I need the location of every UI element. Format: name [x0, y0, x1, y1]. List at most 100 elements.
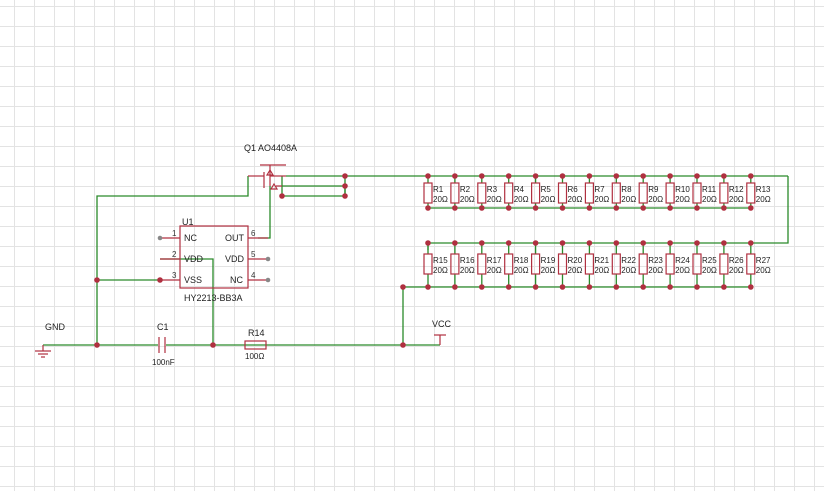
junction-dot	[559, 240, 566, 246]
ic-pin6-name: OUT	[225, 233, 245, 243]
resistor-ref: R13	[756, 185, 771, 194]
ic-pin1-name: NC	[184, 233, 197, 243]
junction-dot	[425, 173, 431, 179]
junction-dot	[532, 173, 539, 179]
resistor-ref: R16	[460, 256, 475, 265]
junction-dot	[748, 240, 754, 246]
resistor-body	[692, 182, 702, 204]
resistor-bank-top: R120ΩR220ΩR320ΩR420ΩR520ΩR620ΩR720ΩR820Ω…	[423, 173, 771, 211]
junction-dot	[586, 173, 593, 179]
junction-dot	[425, 205, 431, 211]
junction-dot	[640, 284, 646, 290]
junction-dot	[479, 284, 485, 290]
resistor-body	[504, 182, 514, 204]
capacitor-ref: C1	[157, 322, 169, 332]
resistor-body	[477, 182, 487, 204]
junction-dot	[94, 277, 100, 283]
capacitor-c1[interactable]: C1 100nF	[152, 322, 175, 367]
resistor-value: 20Ω	[756, 266, 771, 275]
junction-dot	[532, 205, 539, 211]
junction-dot	[452, 173, 458, 179]
junction-dot	[532, 284, 539, 290]
junction-dot	[640, 240, 646, 246]
junction-dot	[400, 342, 406, 348]
resistor-body	[665, 182, 675, 204]
resistor-body	[611, 182, 621, 204]
resistor-ref: R18	[514, 256, 529, 265]
mosfet-body-diode	[269, 182, 279, 190]
mosfet-value: AO4408A	[258, 143, 297, 153]
junctions	[94, 173, 406, 348]
resistor-body	[611, 253, 621, 275]
resistor-value: 20Ω	[729, 195, 744, 204]
mosfet-q1[interactable]: Q1 AO4408A	[244, 143, 297, 190]
resistor-ref: R23	[648, 256, 663, 265]
ic-pin1-num: 1	[172, 229, 177, 238]
vcc-symbol[interactable]: VCC	[432, 319, 452, 345]
ic-pin5-num: 5	[251, 250, 256, 259]
resistor-r14-value: 100Ω	[245, 352, 264, 361]
junction-dot	[613, 284, 620, 290]
resistor-ref: R27	[756, 256, 771, 265]
vcc-label: VCC	[432, 319, 452, 329]
resistor-body	[638, 182, 648, 204]
ic-pin6-num: 6	[251, 229, 256, 238]
resistor-ref: R17	[487, 256, 502, 265]
resistor-value: 20Ω	[756, 195, 771, 204]
ic-pin2-num: 2	[172, 250, 177, 259]
wire-gnd-vertical	[96, 176, 249, 345]
resistor-ref: R12	[729, 185, 744, 194]
resistor-r14-body	[244, 340, 267, 350]
resistor-value: 20Ω	[675, 195, 690, 204]
resistor-r14[interactable]: R14 100Ω	[244, 328, 267, 361]
ic-pin4-end	[265, 277, 271, 283]
junction-dot	[721, 173, 727, 179]
resistor-body	[423, 182, 433, 204]
resistor-value: 20Ω	[568, 195, 583, 204]
resistor-ref: R8	[621, 185, 632, 194]
resistor-value: 20Ω	[648, 266, 663, 275]
junction-dot	[342, 173, 348, 179]
resistor-ref: R11	[702, 185, 717, 194]
ic-pin2-name: VDD	[184, 254, 204, 264]
junction-dot	[694, 240, 700, 246]
junction-dot	[342, 183, 348, 189]
resistor-body	[477, 253, 487, 275]
resistor-bank-bottom: R1520ΩR1620ΩR1720ΩR1820ΩR1920ΩR2020ΩR212…	[423, 240, 771, 290]
junction-dot	[452, 240, 458, 246]
junction-dot	[559, 173, 566, 179]
ground-symbol[interactable]: GND	[35, 322, 66, 358]
junction-dot	[479, 205, 485, 211]
ic-u1[interactable]: U1 HY2213-BB3A 1 2 3 4 5 6 NC VDD VSS NC…	[157, 217, 271, 303]
junction-dot	[613, 205, 620, 211]
junction-dot	[748, 205, 754, 211]
